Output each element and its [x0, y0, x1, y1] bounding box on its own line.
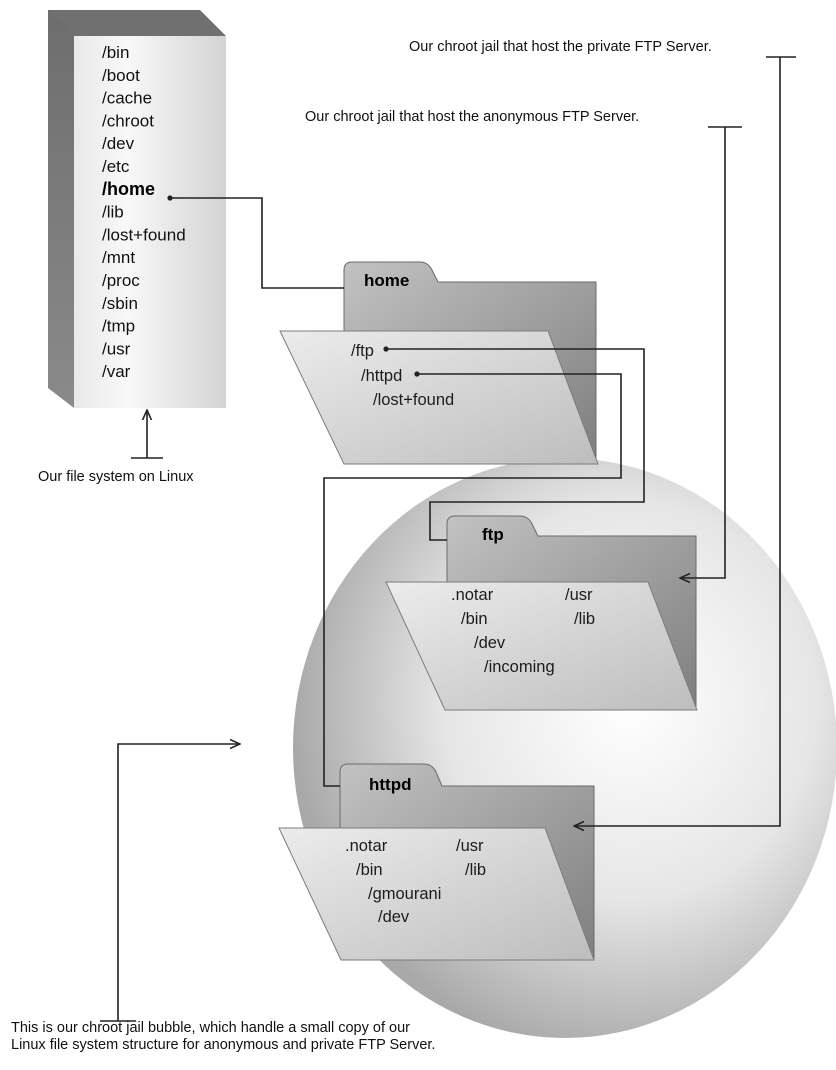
filesystem-entry-usr: /usr	[102, 339, 131, 358]
httpd-folder-tab-label: httpd	[369, 775, 411, 794]
httpd-entry-bin: /bin	[356, 861, 383, 879]
anonymous-ftp-caption: Our chroot jail that host the anonymous …	[305, 109, 639, 125]
httpd-entry-lib: /lib	[465, 861, 486, 879]
filesystem-list: /bin/boot/cache/chroot/dev/etc/home/lib /…	[102, 43, 186, 381]
private-ftp-caption: Our chroot jail that host the private FT…	[409, 39, 712, 55]
panel-left-face	[48, 10, 74, 408]
home-folder-front	[279, 330, 599, 465]
home-entry-lost-found: /lost+found	[373, 391, 454, 409]
home-connector	[172, 197, 344, 289]
filesystem-entry-etc: /etc	[102, 157, 130, 176]
home-folder-tab-label: home	[364, 271, 409, 290]
filesystem-entry-proc: /proc	[102, 271, 140, 290]
filesystem-entry-lost-found: /lost+found	[102, 225, 186, 244]
bubble-caption-line1: This is our chroot jail bubble, which ha…	[11, 1020, 410, 1036]
panel-front-face	[74, 36, 226, 408]
filesystem-entry-chroot: /chroot	[102, 111, 154, 130]
filesystem-entry-home: /home	[102, 179, 155, 199]
filesystem-entry-mnt: /mnt	[102, 248, 135, 267]
home-folder: home /ftp /httpd /lost+found	[279, 261, 599, 465]
httpd-entry-dev: /dev	[378, 908, 410, 926]
private-pointer-arrow	[574, 57, 781, 826]
home-connector-dot	[167, 195, 173, 201]
ftp-entry-incoming: /incoming	[484, 658, 555, 676]
httpd-connector	[323, 373, 622, 787]
bubble-pointer-arrow	[117, 744, 240, 1021]
httpd-folder: httpd .notar /usr /bin /lib /gmourani /d…	[278, 763, 595, 961]
ftp-folder: ftp .notar /usr /bin /lib /dev /incoming	[385, 515, 698, 711]
filesystem-entry-sbin: /sbin	[102, 294, 138, 313]
connectors	[100, 56, 796, 1022]
ftp-connector	[387, 348, 645, 541]
bubble-caption-line2: Linux file system structure for anonymou…	[11, 1037, 435, 1053]
filesystem-entry-cache: /cache	[102, 89, 152, 108]
filesystem-entry-var: /var	[102, 362, 131, 381]
filesystem-entry-bin: /bin	[102, 43, 129, 62]
ftp-connector-dot	[383, 346, 389, 352]
ftp-entry-usr: /usr	[565, 586, 593, 604]
home-entry-httpd: /httpd	[361, 367, 402, 385]
ftp-folder-tab-label: ftp	[482, 525, 504, 544]
filesystem-entry-tmp: /tmp	[102, 317, 135, 336]
ftp-entry-dev: /dev	[474, 634, 506, 652]
filesystem-entry-boot: /boot	[102, 66, 140, 85]
httpd-entry-notar: .notar	[345, 837, 388, 855]
httpd-entry-usr: /usr	[456, 837, 484, 855]
filesystem-entry-lib: /lib	[102, 203, 124, 222]
ftp-entry-notar: .notar	[451, 586, 494, 604]
ftp-folder-front	[385, 581, 698, 711]
httpd-entry-gmourani: /gmourani	[368, 885, 441, 903]
httpd-folder-front	[278, 827, 595, 961]
filesystem-entry-dev: /dev	[102, 134, 135, 153]
anonymous-pointer-arrow	[680, 127, 726, 578]
home-entry-ftp: /ftp	[351, 342, 374, 360]
ftp-entry-bin: /bin	[461, 610, 488, 628]
filesystem-caption-group: Our file system on Linux	[38, 410, 194, 485]
filesystem-caption: Our file system on Linux	[38, 469, 194, 485]
filesystem-panel: /bin/boot/cache/chroot/dev/etc/home/lib /…	[48, 10, 226, 408]
panel-top-face	[48, 10, 226, 36]
ftp-entry-lib: /lib	[574, 610, 595, 628]
httpd-connector-dot	[414, 371, 420, 377]
